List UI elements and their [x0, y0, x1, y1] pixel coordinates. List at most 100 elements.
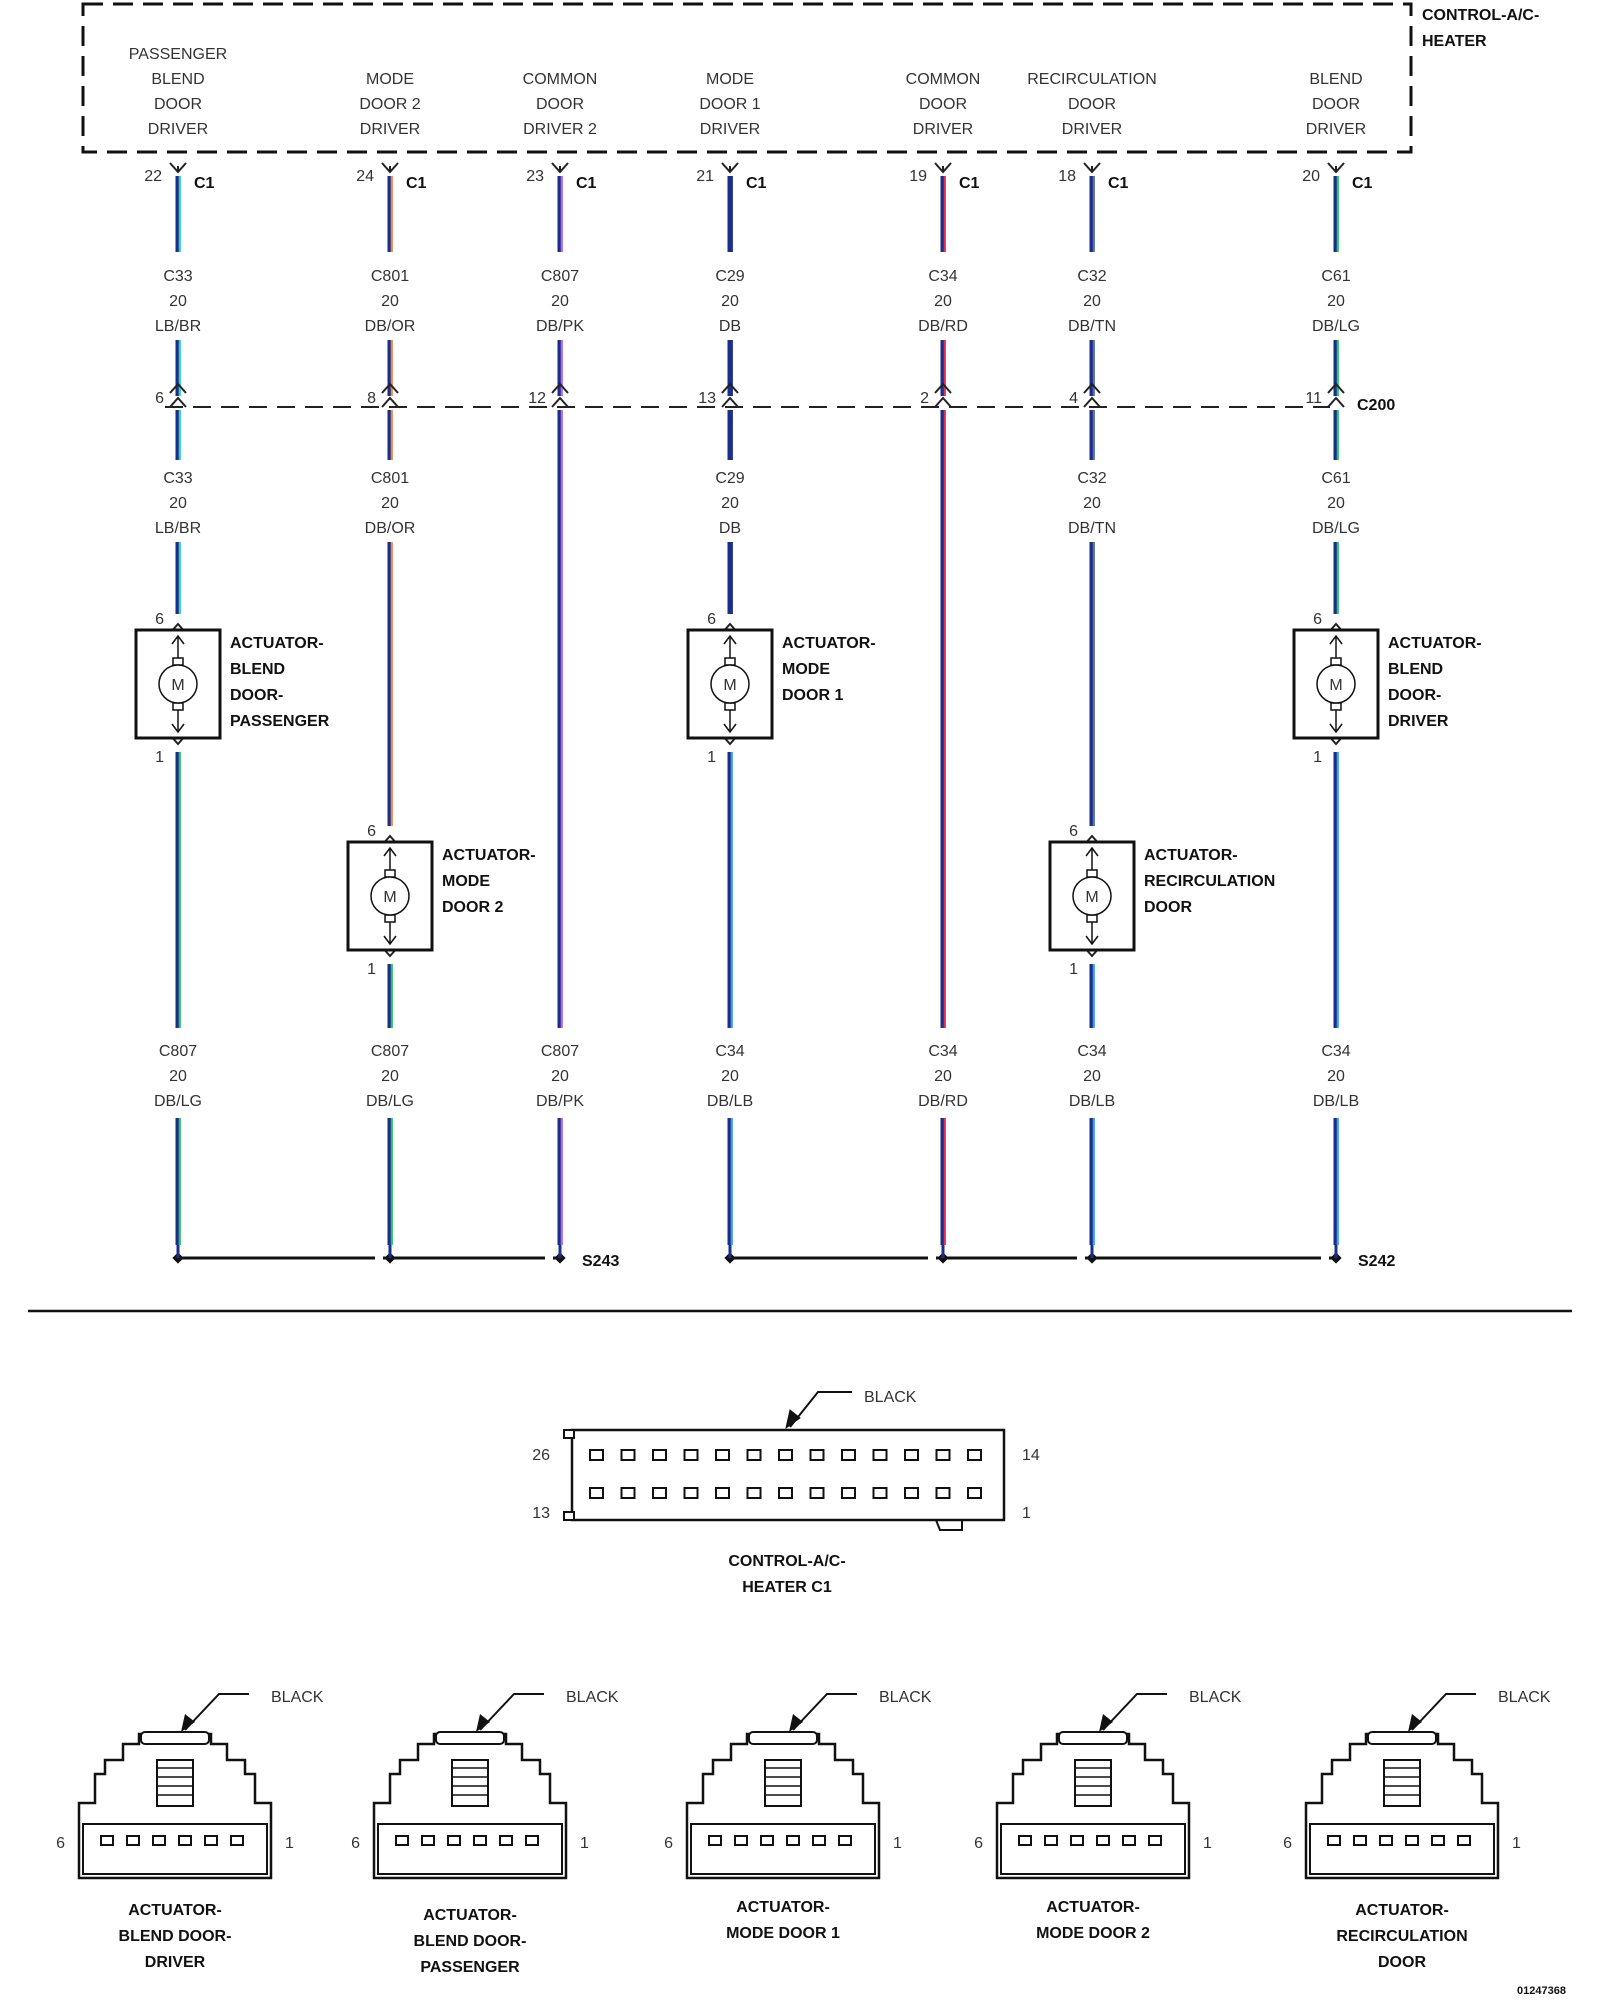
actuator-connector-pin-6: 6 [351, 1835, 360, 1852]
c1-pin-number: 21 [696, 168, 714, 185]
upper-wire-label: 20 [934, 293, 952, 310]
actuator-connector-cavity [447, 1835, 461, 1846]
actuator-label: ACTUATOR- [442, 847, 536, 864]
c200-pin-vee-2 [551, 396, 569, 408]
c200-pin-number: 8 [367, 390, 376, 407]
c1-pin-14: 14 [1022, 1447, 1040, 1464]
c1-cavity [778, 1449, 793, 1461]
actuator-label: DOOR [1144, 899, 1192, 916]
actuator-label: DRIVER [1388, 713, 1449, 730]
actuator-connector-pin-1: 1 [893, 1835, 902, 1852]
motor-brush-top [1086, 869, 1098, 878]
module-block: CONTROL-A/C-HEATERPASSENGERBLENDDOORDRIV… [81, 2, 1539, 154]
actuator-connector-cavity [473, 1835, 487, 1846]
c200-pin-vee-2 [169, 396, 187, 408]
c200-pin-number: 13 [698, 390, 716, 407]
driver-label: RECIRCULATION [1027, 71, 1157, 88]
bus-gap [375, 1255, 383, 1261]
module-title: HEATER [1422, 33, 1487, 50]
bottom-wire-label: DB/RD [918, 1093, 968, 1110]
actuator-connector-cavity [421, 1835, 435, 1846]
bus-gap [163, 1255, 171, 1261]
actuator-connector-pin-1: 1 [1203, 1835, 1212, 1852]
actuator-connector-title: ACTUATOR- [128, 1902, 222, 1919]
driver-label: DOOR [1312, 96, 1360, 113]
actuator-connector-title: ACTUATOR- [736, 1899, 830, 1916]
actuator-connector-cavity [1405, 1835, 1419, 1846]
actuator-connector-pin-6: 6 [664, 1835, 673, 1852]
bottom-wire-label: DB/LB [707, 1093, 753, 1110]
c1-cavity [683, 1449, 699, 1461]
c200-pin-vee [551, 382, 569, 394]
c1-cavity [935, 1449, 951, 1461]
actuator-connector-key [451, 1759, 489, 1807]
upper-wire-label: LB/BR [155, 318, 201, 335]
driver-label: DOOR [154, 96, 202, 113]
c200-pin-number: 6 [155, 390, 164, 407]
driver-label: DRIVER [913, 121, 973, 138]
arrow-up-icon [1329, 634, 1343, 645]
actuator-group: MACTUATOR-BLENDDOOR-PASSENGERMACTUATOR-M… [134, 628, 1482, 952]
actuator-connector-pin-6: 6 [1283, 1835, 1292, 1852]
actuator-connector-key [1074, 1759, 1112, 1807]
c1-pin-1: 1 [1022, 1505, 1031, 1522]
c1-cavity [715, 1487, 730, 1499]
driver-label: DRIVER [700, 121, 760, 138]
c1-pin-number: 22 [144, 168, 162, 185]
c200-pin-number: 2 [920, 390, 929, 407]
lower-wire-label: 20 [1083, 495, 1101, 512]
actuator-color-leader [479, 1693, 544, 1731]
c1-cavity [746, 1487, 762, 1499]
actuator-connector-cavity [1096, 1835, 1110, 1846]
actuator-connector-cavity [812, 1835, 826, 1846]
actuator-connector-pin-6: 6 [56, 1835, 65, 1852]
actuator-connector-cavity [1122, 1835, 1136, 1846]
actuator-connector-latch [435, 1731, 505, 1745]
actuator-connector-cavity [760, 1835, 774, 1846]
actuator-color-leader [184, 1693, 249, 1731]
lower-wire-label: C33 [163, 470, 192, 487]
actuator-label: DOOR 1 [782, 687, 843, 704]
c1-connector-label: C1 [194, 175, 215, 192]
actuator-connector-cavity-area [690, 1823, 876, 1875]
bus-gap [1321, 1255, 1329, 1261]
actuator-connector-cavity [838, 1835, 852, 1846]
lower-wire-label: 20 [1327, 495, 1345, 512]
actuator-connector-title: MODE DOOR 1 [726, 1925, 840, 1942]
bottom-wire-label: DB/LG [154, 1093, 202, 1110]
arrow-up-icon [383, 846, 397, 857]
actuator-pin-top: 6 [155, 611, 164, 628]
actuator-pin-bottom: 1 [155, 749, 164, 766]
c1-cavity [809, 1487, 825, 1499]
driver-label: DOOR [919, 96, 967, 113]
splice-label-s243: S243 [582, 1253, 619, 1270]
driver-label: MODE [366, 71, 414, 88]
arrow-up-icon [1085, 846, 1099, 857]
upper-wire-label: 20 [721, 293, 739, 310]
bottom-wire-label: C807 [371, 1043, 409, 1060]
c1-face-body [570, 1428, 1006, 1522]
actuator-connector-latch [748, 1731, 818, 1745]
upper-wire-label: DB/LG [1312, 318, 1360, 335]
arrow-down-icon [1085, 935, 1099, 946]
driver-label: DRIVER [1306, 121, 1366, 138]
c1-cavity [967, 1487, 982, 1499]
lower-wire-label: DB [719, 520, 741, 537]
c200-pin-vee [381, 382, 399, 394]
driver-label: COMMON [906, 71, 981, 88]
motor-label: M [383, 889, 396, 906]
c1-face-title: HEATER C1 [742, 1579, 832, 1596]
upper-wire-label: C29 [715, 268, 744, 285]
c1-pin-number: 18 [1058, 168, 1076, 185]
actuator-connector-latch [140, 1731, 210, 1745]
driver-label: BLEND [1309, 71, 1362, 88]
actuator-color-label: BLACK [1189, 1689, 1242, 1706]
c1-cavity [904, 1487, 919, 1499]
actuator-connector-title: BLEND DOOR- [414, 1933, 527, 1950]
c1-connector-label: C1 [959, 175, 980, 192]
lower-wire-label: LB/BR [155, 520, 201, 537]
